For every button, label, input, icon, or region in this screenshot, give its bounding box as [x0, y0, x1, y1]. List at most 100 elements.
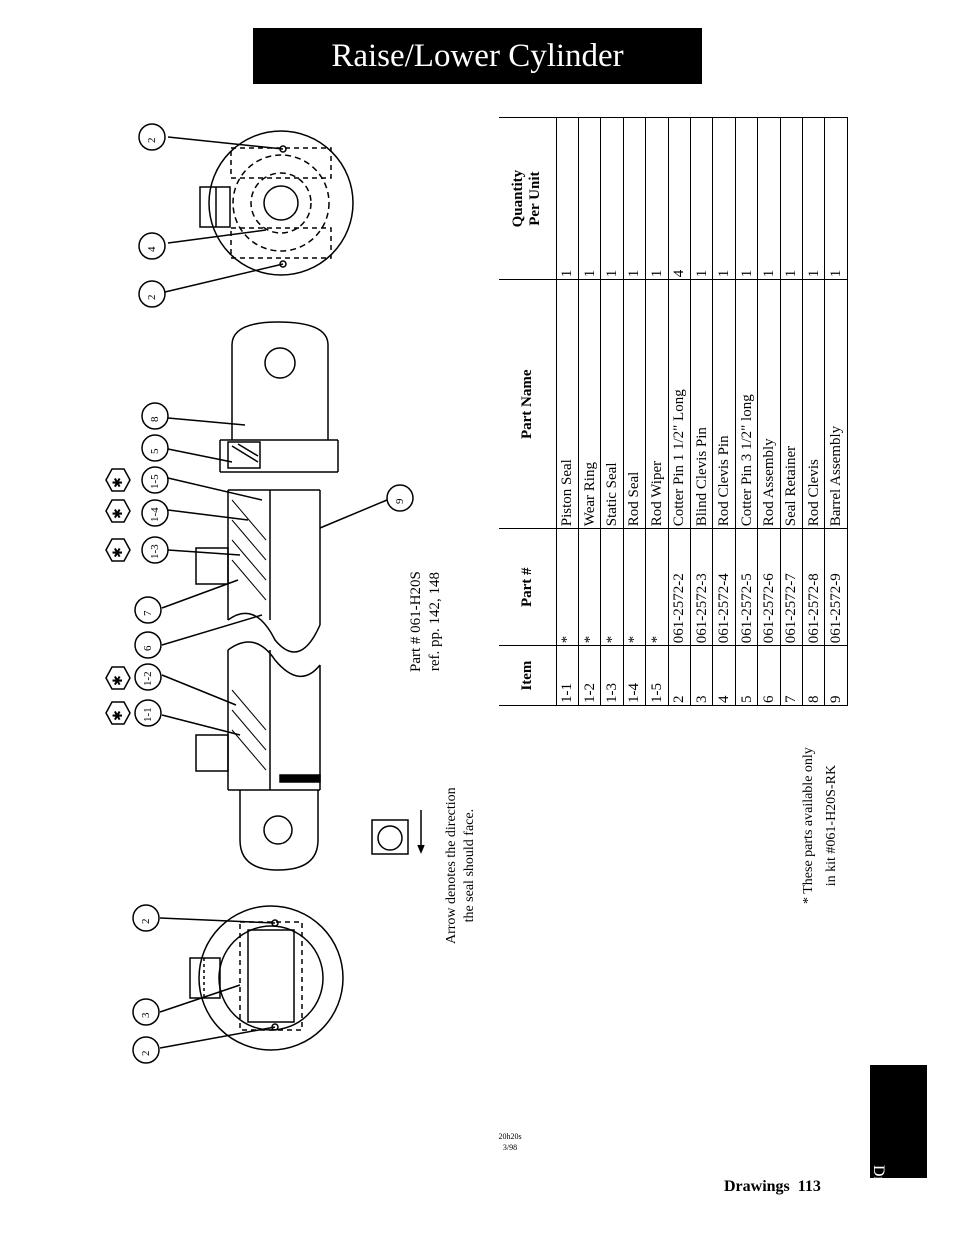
kit-note-line: * These parts available only [801, 747, 816, 904]
table-cell-qty: 4 [668, 117, 691, 280]
table-cell-name: Rod Wiper [645, 279, 669, 529]
star-label: ✱ [110, 508, 125, 519]
table-cell-name: Static Seal [600, 279, 624, 529]
table-cell-qty: 1 [712, 117, 736, 280]
header-part-number: Part # [499, 528, 557, 646]
table-cell-qty: 1 [824, 117, 848, 280]
section-tab: Drawings [870, 1065, 927, 1227]
table-cell-part: 061-2572-8 [802, 528, 825, 646]
callout-label: 2 [146, 294, 158, 301]
table-cell-qty: 1 [802, 117, 825, 280]
table-cell-item: 9 [824, 645, 848, 706]
table-cell-part: * [645, 528, 669, 646]
table-cell-part: 061-2572-4 [712, 528, 736, 646]
callout-circles [105, 123, 414, 1064]
arrow-note-line: the seal should face. [462, 808, 477, 923]
table-cell-item: 1-1 [556, 645, 579, 706]
table-cell-qty: 1 [623, 117, 646, 280]
table-cell-name: Barrel Assembly [824, 279, 848, 529]
arrow-note: Arrow denotes the direction the seal sho… [443, 787, 479, 944]
callout-label: 3 [140, 1012, 152, 1019]
table-cell-name: Rod Clevis [802, 279, 825, 529]
header-quantity-line: Quantity [510, 169, 527, 228]
table-cell-item: 1-5 [645, 645, 669, 706]
table-cell-part: * [623, 528, 646, 646]
callout-label: 7 [142, 610, 154, 617]
kit-note-line: in kit #061-H20S-RK [824, 764, 839, 887]
cylinder-side-view [161, 321, 425, 871]
table-cell-qty: 1 [757, 117, 781, 280]
table-cell-qty: 1 [578, 117, 601, 280]
table-cell-name: Rod Clevis Pin [712, 279, 736, 529]
callout-label: 1-2 [142, 671, 154, 686]
callout-label: 1-1 [142, 707, 154, 722]
part-note-line: Part # 061-H20S [408, 571, 424, 672]
callout-label: 2 [140, 918, 152, 925]
doc-code-line: 20h20s [498, 1132, 522, 1141]
table-cell-qty: 1 [690, 117, 713, 280]
table-cell-qty: 1 [645, 117, 669, 280]
arrow-note-line: Arrow denotes the direction [444, 787, 459, 944]
table-header-row: Item Part # Part Name Quantity Per Unit [499, 117, 557, 706]
star-label: ✱ [110, 477, 125, 488]
table-cell-name: Rod Seal [623, 279, 646, 529]
table-cell-qty: 1 [780, 117, 803, 280]
callout-label: 5 [149, 448, 161, 455]
table-cell-item: 6 [757, 645, 781, 706]
table-cell-qty: 1 [735, 117, 758, 280]
part-note-line: ref. pp. 142, 148 [427, 572, 443, 672]
table-cell-part: * [578, 528, 601, 646]
table-cell-name: Piston Seal [556, 279, 579, 529]
callout-label: 4 [146, 246, 158, 253]
table-cell-part: 061-2572-6 [757, 528, 781, 646]
header-item: Item [499, 645, 557, 706]
table-cell-part: 061-2572-9 [824, 528, 848, 646]
callout-label: 9 [394, 498, 406, 505]
table-cell-part: 061-2572-2 [668, 528, 691, 646]
table-cell-qty: 1 [556, 117, 579, 280]
table-cell-item: 8 [802, 645, 825, 706]
page-footer: Drawings 113 [724, 1178, 821, 1196]
star-label: ✱ [110, 710, 125, 721]
table-cell-name: Blind Clevis Pin [690, 279, 713, 529]
parts-table: Item Part # Part Name Quantity Per Unit … [499, 117, 848, 706]
doc-code-line: 3/98 [502, 1143, 518, 1152]
table-cell-part: 061-2572-7 [780, 528, 803, 646]
page-title: Raise/Lower Cylinder [253, 28, 702, 84]
callout-label: 1-5 [149, 474, 161, 489]
table-cell-item: 5 [735, 645, 758, 706]
table-cell-name: Rod Assembly [757, 279, 781, 529]
blind-end-view [159, 905, 344, 1051]
doc-code: 20h20s 3/98 [490, 1131, 530, 1153]
callout-label: 6 [142, 645, 154, 652]
table-cell-part: * [600, 528, 624, 646]
table-cell-part: 061-2572-5 [735, 528, 758, 646]
star-label: ✱ [110, 547, 125, 558]
table-cell-part: 061-2572-3 [690, 528, 713, 646]
kit-note: * These parts available only in kit #061… [797, 747, 843, 904]
part-number-note: Part # 061-H20S ref. pp. 142, 148 [407, 571, 445, 672]
section-tab-label: Drawings [870, 1165, 887, 1228]
rod-end-view [164, 130, 354, 293]
table-cell-item: 7 [780, 645, 803, 706]
table-cell-item: 1-3 [600, 645, 624, 706]
callout-label: 8 [149, 416, 161, 423]
table-cell-part: * [556, 528, 579, 646]
table-cell-name: Wear Ring [578, 279, 601, 529]
callout-label: 1-3 [149, 544, 161, 559]
star-label: ✱ [110, 675, 125, 686]
table-cell-name: Seal Retainer [780, 279, 803, 529]
callout-label: 2 [140, 1050, 152, 1057]
table-cell-item: 3 [690, 645, 713, 706]
header-quantity: Quantity Per Unit [499, 117, 557, 280]
table-cell-qty: 1 [600, 117, 624, 280]
